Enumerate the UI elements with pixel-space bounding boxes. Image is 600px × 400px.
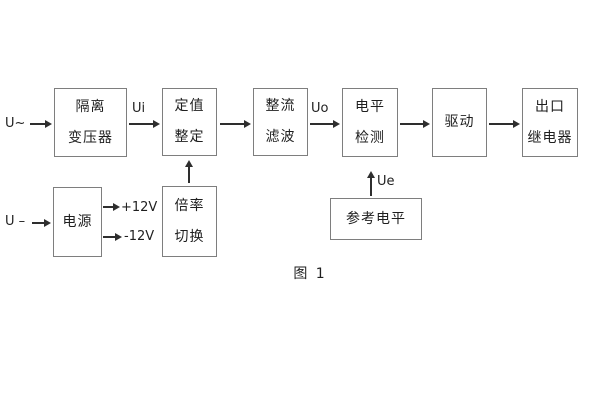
signal-label-plus-12v: +12V (121, 200, 158, 215)
signal-label-ui: Ui (132, 101, 146, 116)
arrow-ratio-switch-to-setting (185, 160, 192, 183)
block-ratio-switch: 倍率 切换 (162, 186, 217, 257)
signal-label-dc-input: U – (5, 214, 26, 229)
block-label-line: 电平 (355, 98, 385, 115)
signal-label-minus-12v: -12V (124, 229, 155, 244)
signal-label-ue: Ue (377, 174, 395, 189)
block-isolation-transformer: 隔离 变压器 (54, 88, 127, 157)
block-label-line: 倍率 (174, 197, 205, 214)
arrow-drive-to-output-relay (489, 120, 520, 127)
block-label-line: 滤波 (265, 129, 296, 145)
block-drive: 驱动 (432, 88, 487, 157)
arrow-level-detect-to-drive (400, 120, 430, 127)
block-label-line: 电源 (62, 213, 93, 230)
block-label-line: 参考电平 (346, 210, 406, 227)
block-label-line: 整流 (265, 98, 296, 114)
block-label-line: 切换 (174, 228, 205, 245)
block-label-line: 驱动 (444, 114, 475, 130)
block-label-line: 整定 (174, 129, 205, 145)
block-value-setting: 定值 整定 (162, 88, 217, 156)
arrow-reference-to-level-detect (367, 171, 374, 196)
block-label-line: 隔离 (75, 98, 106, 115)
block-label-line: 定值 (174, 98, 205, 114)
arrow-ac-input-to-isolation (30, 120, 52, 127)
signal-label-ac-input: U~ (5, 116, 26, 131)
arrow-dc-input-to-power (32, 219, 51, 226)
arrow-power-to-plus-12v (103, 203, 120, 210)
arrow-rectify-to-level-detect (310, 120, 340, 127)
block-label-line: 继电器 (527, 129, 573, 146)
block-level-detect: 电平 检测 (342, 88, 398, 157)
block-label-line: 出口 (535, 98, 565, 115)
arrow-setting-to-rectify (220, 120, 251, 127)
arrow-isolation-to-setting (129, 120, 160, 127)
block-reference-level: 参考电平 (330, 198, 422, 240)
block-power-supply: 电源 (53, 187, 102, 257)
figure-caption: 图 1 (293, 266, 327, 282)
block-output-relay: 出口 继电器 (522, 88, 578, 157)
block-label-line: 变压器 (68, 129, 113, 146)
arrow-power-to-minus-12v (103, 233, 122, 240)
block-rectify-filter: 整流 滤波 (253, 88, 308, 156)
signal-label-uo: Uo (311, 101, 329, 116)
block-label-line: 检测 (355, 129, 385, 146)
